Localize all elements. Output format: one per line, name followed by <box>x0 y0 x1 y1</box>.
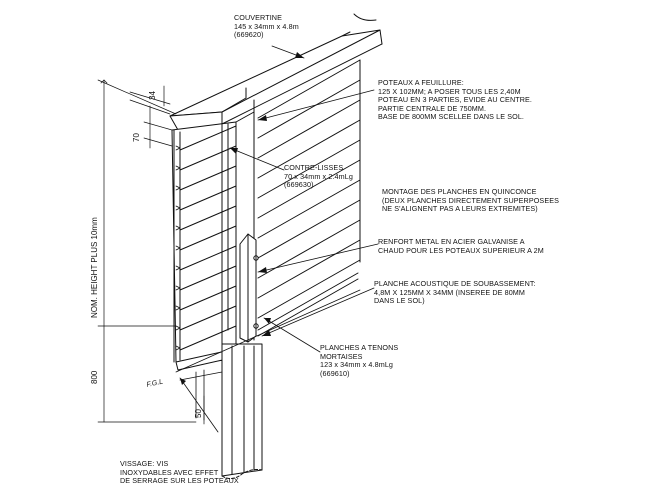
dimension-34: 34 <box>148 91 157 100</box>
label-montage: MONTAGE DES PLANCHES EN QUINCONCE (DEUX … <box>382 187 560 214</box>
label-couvertine: COUVERTINE 145 x 34mm x 4.8m (669620) <box>234 13 299 40</box>
label-contre-lisses: CONTRE-LISSES 70 x 34mm x 2.4mLg (669630… <box>284 163 353 190</box>
fence-panel-boards <box>257 59 361 337</box>
leader-lines <box>179 45 379 433</box>
label-planches-tenons: PLANCHES A TENONS MORTAISES 123 x 34mm x… <box>320 343 399 378</box>
arrow-heads <box>180 52 304 385</box>
label-poteaux: POTEAUX A FEUILLURE: 125 X 102MM; A POSE… <box>378 78 533 122</box>
front-board-stack <box>171 121 259 371</box>
dimension-800: 800 <box>90 370 99 384</box>
label-planche-acoustique: PLANCHE ACOUSTIQUE DE SOUBASSEMENT: 4,8M… <box>374 279 536 306</box>
label-renfort: RENFORT METAL EN ACIER GALVANISE A CHAUD… <box>378 237 544 255</box>
label-vissage: VISSAGE: VIS INOXYDABLES AVEC EFFET DE S… <box>120 459 239 486</box>
dimension-50: 50 <box>194 409 203 418</box>
dimension-height: NOM. HEIGHT PLUS 10mm <box>90 217 99 318</box>
dimension-lines <box>97 79 205 425</box>
dimension-70: 70 <box>132 133 141 142</box>
fence-post <box>221 99 263 480</box>
